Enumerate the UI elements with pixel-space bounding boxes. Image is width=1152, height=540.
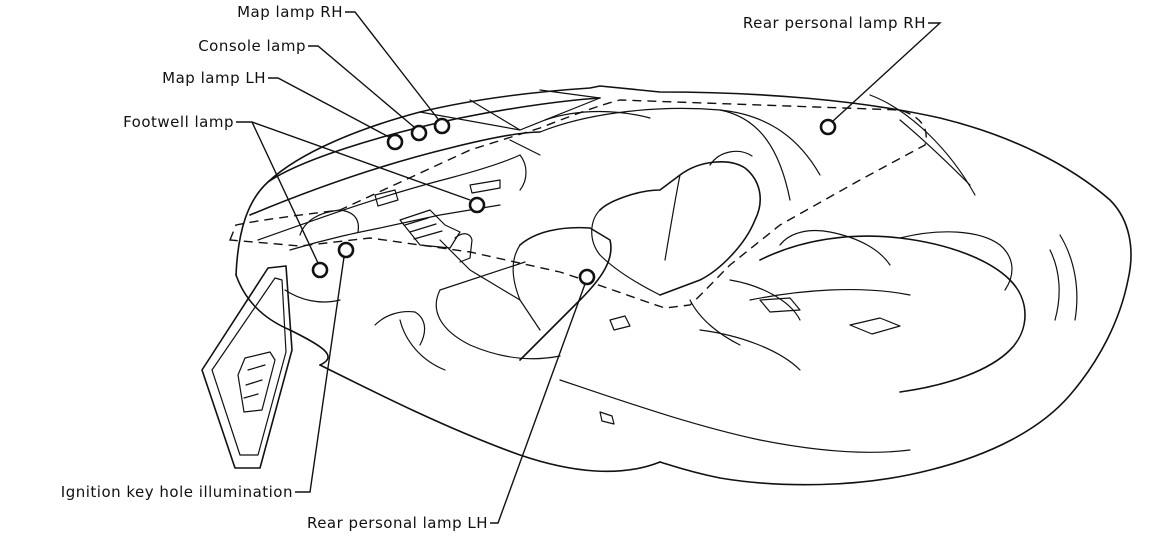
footwell-lamp-leader: [236, 121, 471, 264]
label-ignition-key-hole-illumination: Ignition key hole illumination: [61, 483, 293, 501]
label-rear-personal-lamp-rh: Rear personal lamp RH: [743, 14, 926, 32]
lamp-markers: [311, 117, 837, 286]
map-lamp-lh-leader: [268, 77, 390, 138]
callout-labels: Map lamp RH Console lamp Map lamp LH Foo…: [61, 3, 926, 532]
label-rear-personal-lamp-lh: Rear personal lamp LH: [307, 514, 488, 532]
car-body-outline: [201, 85, 1132, 486]
console-lamp-marker: [410, 124, 428, 142]
ignition-key-hole-leader: [295, 256, 345, 493]
label-console-lamp: Console lamp: [198, 37, 306, 55]
console-lamp-leader: [308, 45, 415, 128]
map-lamp-rh-marker: [433, 117, 451, 135]
label-map-lamp-lh: Map lamp LH: [162, 69, 266, 87]
map-lamp-rh-leader: [345, 11, 439, 120]
ignition-key-hole-marker: [337, 241, 355, 259]
map-lamp-lh-marker: [386, 133, 404, 151]
footwell-lamp-marker-left: [311, 261, 329, 279]
rear-personal-lamp-rh-leader: [832, 22, 942, 122]
rear-personal-lamp-lh-leader: [490, 283, 586, 524]
label-footwell-lamp: Footwell lamp: [123, 113, 234, 131]
roof-outline-dashed: [228, 99, 927, 309]
rear-personal-lamp-lh-marker: [578, 268, 596, 286]
leader-lines: [236, 11, 942, 524]
footwell-lamp-marker-right: [468, 196, 486, 214]
rear-personal-lamp-rh-marker: [819, 118, 837, 136]
label-map-lamp-rh: Map lamp RH: [237, 3, 343, 21]
